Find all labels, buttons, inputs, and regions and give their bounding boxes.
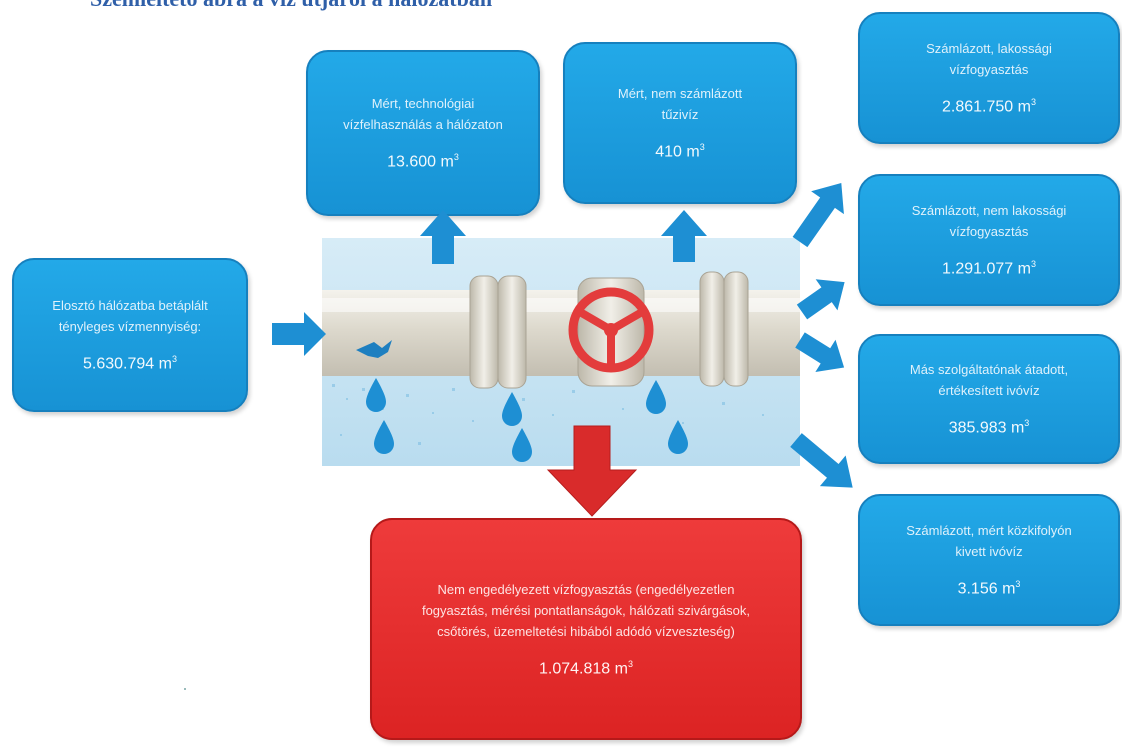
public-tap-value: 3.156 m3 [957,579,1021,598]
non-residential-billed-label: Számlázott, nem lakossági vízfogyasztás [911,203,1067,240]
pipe-flange-right [699,271,749,387]
pipe-highlight [322,298,800,312]
input-volume-label: Elosztó hálózatba betáplált tényleges ví… [52,298,208,335]
pipe-flange-left [469,275,527,389]
public-tap-box: Számlázott, mért közkifolyón kivett ivóv… [858,494,1120,626]
residential-billed-box: Számlázott, lakossági vízfogyasztás 2.86… [858,12,1120,144]
technological-use-value: 13.600 m3 [387,152,459,171]
scan-speck [184,688,186,690]
residential-billed-label: Számlázott, lakossági vízfogyasztás [926,41,1052,78]
unauthorized-consumption-box: Nem engedélyezett vízfogyasztás (engedél… [370,518,802,740]
pipe-illustration [322,238,800,466]
technological-use-box: Mért, technológiai vízfelhasználás a hál… [306,50,540,216]
fire-water-up-arrow-icon [661,210,707,262]
other-provider-label: Más szolgáltatónak átadott, értékesített… [909,362,1069,399]
residential-billed-value: 2.861.750 m3 [942,97,1036,116]
other-provider-box: Más szolgáltatónak átadott, értékesített… [858,334,1120,464]
non-residential-billed-box: Számlázott, nem lakossági vízfogyasztás … [858,174,1120,306]
technological-up-arrow-icon [420,210,466,264]
input-arrow-icon [272,312,326,356]
fire-water-label: Mért, nem számlázott tűzivíz [617,86,743,123]
non-residential-arrow-icon [796,279,845,320]
other-provider-value: 385.983 m3 [948,418,1030,437]
input-volume-value: 5.630.794 m3 [83,354,177,373]
public-tap-arrow-icon [790,433,853,488]
fire-water-value: 410 m3 [655,142,705,161]
technological-use-label: Mért, technológiai vízfelhasználás a hál… [343,96,503,133]
input-volume-box: Elosztó hálózatba betáplált tényleges ví… [12,258,248,412]
unauthorized-consumption-label: Nem engedélyezett vízfogyasztás (engedél… [421,581,751,639]
leak-spray-icon [356,340,392,358]
residential-arrow-icon [792,183,844,248]
public-tap-label: Számlázott, mért közkifolyón kivett ivóv… [906,523,1072,560]
unauthorized-consumption-value: 1.074.818 m3 [539,658,633,678]
fire-water-box: Mért, nem számlázott tűzivíz 410 m3 [563,42,797,204]
loss-down-arrow-icon [546,425,638,517]
non-residential-billed-value: 1.291.077 m3 [942,259,1036,278]
page-title: Szemléltető ábra a víz útjáról a hálózat… [90,0,492,12]
valve-wheel-icon [568,287,654,373]
other-provider-arrow-icon [795,332,845,373]
